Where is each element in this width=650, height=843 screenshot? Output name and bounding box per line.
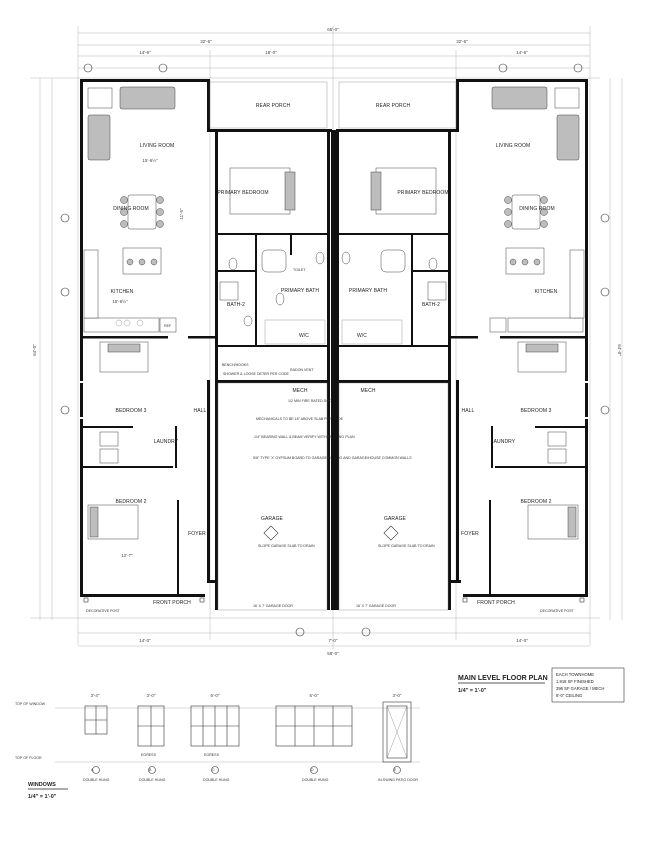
window-e-label: IN-SWING PATIO DOOR — [378, 778, 418, 782]
left-fire-door-label: 1/2 MIN FIRE RATED DOOR — [288, 399, 335, 403]
window-d-dim: 5'-0" — [310, 693, 319, 698]
right-living-room-label: LIVING ROOM — [496, 143, 530, 149]
plan-title: MAIN LEVEL FLOOR PLAN — [458, 675, 548, 682]
window-e — [382, 701, 412, 763]
window-b-label: DOUBLE HUNG — [139, 778, 166, 782]
left-kitchen-dim: 15'-6½" — [112, 298, 128, 304]
right-front-porch-label: FRONT PORCH — [477, 600, 515, 606]
left-toilet-label: TOILET — [293, 268, 306, 272]
window-c-dim: 5'-0" — [211, 693, 220, 698]
left-garage-label: GARAGE — [261, 516, 284, 522]
right-garage-note: SLOPE GARAGE SLAB TO DRAIN — [378, 544, 435, 548]
window-a-label: DOUBLE HUNG — [83, 778, 110, 782]
window-b-note: EGRESS — [141, 753, 157, 757]
left-hall-label: HALL — [194, 408, 207, 414]
left-mech-label: MECH — [292, 388, 307, 394]
right-primary-bath-label: PRIMARY BATH — [349, 288, 387, 294]
left-rear-porch-label: REAR PORCH — [256, 103, 291, 109]
window-c-label: DOUBLE HUNG — [203, 778, 230, 782]
right-foyer-label: FOYER — [461, 531, 479, 537]
info-line-2: 1,918 SF FINISHED — [556, 679, 594, 684]
overall-width-dim: 65'-0" — [327, 27, 339, 32]
left-ref-label: REF — [164, 324, 172, 328]
depth-dim-left: 64'-0" — [32, 344, 37, 356]
left-kitchen-label: KITCHEN — [111, 289, 134, 295]
party-wall — [331, 130, 336, 610]
right-hall-label: HALL — [462, 408, 475, 414]
window-b-tag: B — [149, 768, 152, 772]
right-laundry-label: LAUNDRY — [491, 439, 516, 445]
left-bedroom2-label: BEDROOM 2 — [116, 499, 147, 505]
right-rear-porch-label: REAR PORCH — [376, 103, 411, 109]
info-line-1: EACH TOWNHOME — [556, 672, 594, 677]
right-bath2-label: BATH-2 — [422, 302, 440, 308]
top-of-floor-label: TOP OF FLOOR — [15, 756, 42, 760]
right-decorative-post-label: DECORATIVE POST — [540, 609, 575, 613]
left-wic-label: W/C — [299, 333, 309, 339]
left-foyer-label: FOYER — [188, 531, 206, 537]
right-kitchen-label: KITCHEN — [535, 289, 558, 295]
window-e-tag: E — [394, 768, 397, 772]
half-left-dim: 32'-6" — [200, 39, 212, 44]
left-primary-bath-label: PRIMARY BATH — [281, 288, 319, 294]
left-laundry-label: LAUNDRY — [154, 439, 179, 445]
segment-dim-3: 14'-6" — [516, 50, 528, 55]
right-townhome: REAR PORCH LIVING ROOM DINING ROOM KITCH… — [336, 79, 588, 613]
left-primary-bedroom-label: PRIMARY BEDROOM — [217, 190, 268, 196]
info-line-4: 8'-0" CEILING — [556, 693, 582, 698]
window-b-dim: 3'-0" — [147, 693, 156, 698]
right-garage-label: GARAGE — [384, 516, 407, 522]
right-mech-label: MECH — [360, 388, 375, 394]
left-dining-dim: 11'-5" — [179, 208, 184, 220]
right-bedroom3-label: BEDROOM 3 — [521, 408, 552, 414]
left-bedroom3-label: BEDROOM 3 — [116, 408, 147, 414]
bottom-dim-1: 14'-0" — [139, 638, 151, 643]
left-bench-label: BENCH/HOOKS — [222, 363, 249, 367]
right-garage-door-label: 16' X 7' GARAGE DOOR — [356, 604, 396, 608]
segment-dim-2: 18'-0" — [265, 50, 277, 55]
info-line-3: 396 SF GARAGE / MECH — [556, 686, 604, 691]
left-living-room-label: LIVING ROOM — [140, 143, 174, 149]
right-primary-bedroom-label: PRIMARY BEDROOM — [397, 190, 448, 196]
left-front-porch-label: FRONT PORCH — [153, 600, 191, 606]
left-bath2-label: BATH-2 — [227, 302, 245, 308]
left-mech-note: MECHANICALS TO BE 18" ABOVE SLAB PER COD… — [256, 417, 344, 421]
left-garage-note: SLOPE GARAGE SLAB TO DRAIN — [258, 544, 315, 548]
window-c-tag: C — [212, 768, 215, 772]
window-a-dim: 3'-4" — [91, 693, 100, 698]
window-c-note: EGRESS — [204, 753, 220, 757]
window-a-tag: A — [91, 768, 94, 772]
bottom-dim-2: 7'-0" — [329, 638, 338, 643]
windows-scale: 1/4" = 1'-0" — [28, 794, 57, 800]
windows-title: WINDOWS — [28, 782, 56, 788]
window-schedule: TOP OF WINDOW TOP OF FLOOR 3'-4" A DOUBL… — [15, 693, 420, 800]
top-of-window-label: TOP OF WINDOW — [15, 702, 46, 706]
right-dining-label: DINING ROOM — [519, 206, 555, 212]
right-bedroom2-label: BEDROOM 2 — [521, 499, 552, 505]
left-dining-label: DINING ROOM — [113, 206, 149, 212]
plan-info-box — [551, 667, 625, 703]
left-bedroom2-dim: 12'-7" — [121, 553, 133, 558]
left-closet-note: SHOWER & LOOSE DETER PER CODE — [223, 372, 289, 376]
dimension-strings: 65'-0" 32'-6" 32'-6" 14'-6" 18'-0" 14'-6… — [30, 26, 623, 656]
left-decorative-post-label: DECORATIVE POST — [86, 609, 121, 613]
half-right-dim: 32'-6" — [456, 39, 468, 44]
right-wic-label: W/C — [357, 333, 367, 339]
plan-scale: 1/4" = 1'-0" — [458, 688, 487, 694]
window-d-tag: D — [311, 768, 314, 772]
depth-dim-right: 64'-0" — [617, 344, 622, 356]
bottom-dim-3: 14'-0" — [516, 638, 528, 643]
bottom-overall-dim: 58'-0" — [327, 651, 339, 656]
window-d-label: DOUBLE HUNG — [302, 778, 329, 782]
left-garage-door-label: 16' X 7' GARAGE DOOR — [253, 604, 293, 608]
window-e-dim: 3'-0" — [393, 693, 402, 698]
segment-dim-1: 14'-6" — [139, 50, 151, 55]
left-living-dim: 15'-6½" — [142, 157, 158, 163]
left-bearing-note: 1/4" BEARING WALL & BEAM VERIFY WITH FRA… — [254, 435, 355, 439]
left-radon-label: RADON VENT — [290, 368, 314, 372]
plan-title-block: MAIN LEVEL FLOOR PLAN 1/4" = 1'-0" EACH … — [458, 667, 625, 703]
